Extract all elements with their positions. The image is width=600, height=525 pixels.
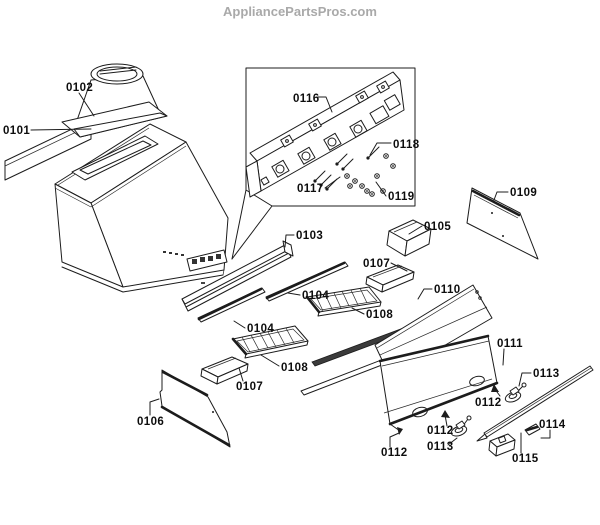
part-0104-strip-lower xyxy=(197,287,266,323)
hood-printing-marks xyxy=(163,251,184,256)
part-0109-side-panel xyxy=(466,187,539,260)
callout-0107-lower: 0107 xyxy=(236,381,263,393)
part-0111-panel xyxy=(378,334,499,432)
watermark: AppliancePartsPros.com xyxy=(223,4,377,19)
callout-0112-middle: 0112 xyxy=(427,425,454,437)
callout-0116: 0116 xyxy=(293,93,320,105)
part-0104-strip-upper xyxy=(265,261,349,302)
screw-icon xyxy=(313,146,380,191)
trim-rod xyxy=(476,365,594,442)
part-0106-panel xyxy=(159,369,231,448)
callout-0118: 0118 xyxy=(393,139,420,151)
callout-0104-upper: 0104 xyxy=(302,290,329,302)
fasteners-0117-0118-0119 xyxy=(313,146,396,197)
cap-fastener-icon xyxy=(344,153,396,197)
leader-lines xyxy=(30,92,551,454)
callout-0110: 0110 xyxy=(434,284,461,296)
hood-body xyxy=(54,123,229,293)
callout-0113-lower: 0113 xyxy=(427,441,454,453)
part-0107-tray-upper xyxy=(365,264,415,293)
callout-0101: 0101 xyxy=(3,125,30,137)
hood-control-strip xyxy=(186,249,228,291)
part-0114-clip xyxy=(524,423,541,436)
callout-0105: 0105 xyxy=(424,221,451,233)
callout-0108-upper: 0108 xyxy=(366,309,393,321)
callout-0109: 0109 xyxy=(510,187,537,199)
part-0115-bracket xyxy=(488,433,516,457)
callout-0106: 0106 xyxy=(137,416,164,428)
callout-0112-right: 0112 xyxy=(475,397,502,409)
callouts: 0101 0102 0116 0118 0117 0119 0109 0105 … xyxy=(3,82,566,465)
part-0108-filter-upper xyxy=(305,286,382,317)
part-0116-control-module xyxy=(245,71,405,198)
callout-0104-lower: 0104 xyxy=(247,323,274,335)
part-0108-filter-lower xyxy=(231,325,309,359)
part-0105-bracket xyxy=(386,219,432,257)
part-0102-duct-adapter xyxy=(61,63,168,138)
callout-0113-right: 0113 xyxy=(533,368,560,380)
callout-0115: 0115 xyxy=(512,453,539,465)
part-0107-tray-lower xyxy=(200,356,249,385)
callout-0107-upper: 0107 xyxy=(363,258,390,270)
part-0113-clamp-lower xyxy=(450,415,472,437)
callout-0119: 0119 xyxy=(388,191,415,203)
callout-0111: 0111 xyxy=(497,338,523,350)
callout-0108-lower: 0108 xyxy=(281,362,308,374)
callout-0103: 0103 xyxy=(296,230,323,242)
callout-0102: 0102 xyxy=(66,82,93,94)
callout-0117: 0117 xyxy=(297,183,324,195)
callout-0114: 0114 xyxy=(539,419,566,431)
part-0113-clamp-right xyxy=(504,382,527,403)
callout-0112-bottom: 0112 xyxy=(381,447,408,459)
